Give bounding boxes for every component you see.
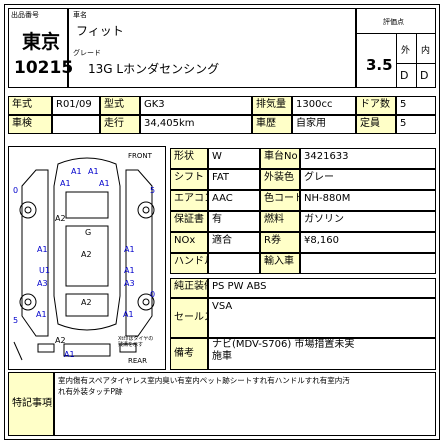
nox-value: 適合	[208, 232, 260, 253]
color-code-label: 色コード	[260, 190, 300, 211]
aircon-label: エアコン	[170, 190, 208, 211]
lot-number: 10215	[14, 58, 74, 78]
shift-label: シフト	[170, 169, 208, 190]
shape-label: 形状	[170, 148, 208, 169]
warranty-value: 有	[208, 211, 260, 232]
doors-value: 5	[396, 96, 436, 115]
import-label: 輸入車	[260, 253, 300, 274]
displacement-value: 1300cc	[292, 96, 356, 115]
sales-label: セールス	[170, 298, 208, 338]
rear-label: REAR	[128, 357, 147, 365]
inspection-label: 車検	[8, 115, 52, 134]
diagram-panel	[8, 146, 166, 370]
chassis-value: 3421633	[300, 148, 436, 169]
exterior-grade: D	[400, 69, 409, 82]
handle-value	[208, 253, 260, 274]
capacity-label: 定員	[356, 115, 396, 134]
damage-mark: A3	[124, 279, 135, 288]
chassis-label: 車台No	[260, 148, 300, 169]
inspection-value	[52, 115, 100, 134]
damage-mark: A2	[55, 336, 66, 345]
remarks-line2: 施車	[212, 351, 232, 362]
special-label: 特記事項	[8, 372, 54, 436]
special-line2: れ有外装タッチP跡	[58, 387, 123, 396]
handle-label: ハンドル	[170, 253, 208, 274]
doors-label: ドア数	[356, 96, 396, 115]
import-value	[300, 253, 436, 274]
warranty-label: 保証書	[170, 211, 208, 232]
nox-label: NOx	[170, 232, 208, 253]
car-name: フィット	[76, 24, 124, 38]
mileage-value: 34,405km	[140, 115, 252, 134]
damage-mark: G	[85, 228, 92, 237]
damage-mark: A1	[64, 350, 75, 359]
tire-depth: 5	[150, 186, 156, 195]
damage-mark: A2	[81, 298, 92, 307]
score: 3.5	[366, 56, 393, 74]
remarks-line1: ナビ(MDV-S706) 市場措置未実	[212, 339, 355, 350]
color-code-value: NH-880M	[300, 190, 436, 211]
damage-mark: A2	[81, 250, 92, 259]
damage-mark: A1	[124, 245, 135, 254]
damage-mark: A1	[60, 179, 71, 188]
grade: 13G Lホンダセンシング	[88, 62, 220, 76]
damage-mark: A1	[37, 245, 48, 254]
exterior-label: 外	[401, 46, 411, 56]
damage-mark: A1	[124, 266, 135, 275]
tire-depth: 5	[13, 316, 19, 325]
tire-depth: 0	[150, 290, 156, 299]
aircon-value: AAC	[208, 190, 260, 211]
special-box	[54, 372, 436, 436]
score-label: 評価点	[383, 18, 404, 26]
tire-note: Xt印はタイヤの残溝を示す	[118, 336, 154, 348]
remarks-label: 備考	[170, 338, 208, 370]
damage-mark: A1	[36, 310, 47, 319]
history-label: 車歴	[252, 115, 292, 134]
displacement-label: 排気量	[252, 96, 292, 115]
damage-mark: A3	[37, 279, 48, 288]
damage-mark: U1	[39, 266, 50, 275]
sales-value: VSA	[208, 298, 436, 338]
grade-label: グレード	[73, 49, 101, 57]
equipment-label: 純正装備	[170, 278, 208, 298]
capacity-value: 5	[396, 115, 436, 134]
car-name-box	[68, 8, 356, 88]
tire-depth: 0	[13, 186, 19, 195]
equipment-value: PS PW ABS	[208, 278, 436, 298]
damage-mark: A1	[99, 179, 110, 188]
front-label: FRONT	[128, 152, 152, 160]
color-label: 外装色	[260, 169, 300, 190]
shape-value: W	[208, 148, 260, 169]
history-value: 自家用	[292, 115, 356, 134]
model-value: GK3	[140, 96, 252, 115]
venue: 東京	[22, 31, 61, 53]
damage-mark: A2	[55, 214, 66, 223]
damage-mark: A1	[88, 167, 99, 176]
car-name-label: 車名	[73, 11, 87, 19]
damage-mark: A1	[71, 167, 82, 176]
fuel-value: ガソリン	[300, 211, 436, 232]
remarks-box	[208, 338, 436, 370]
model-label: 型式	[100, 96, 140, 115]
mileage-label: 走行	[100, 115, 140, 134]
lot-box	[8, 8, 68, 88]
lot-label: 出品番号	[11, 11, 39, 19]
interior-label: 内	[421, 46, 431, 56]
outer-border	[4, 4, 440, 440]
year-value: R01/09	[52, 96, 100, 115]
interior-grade: D	[420, 69, 429, 82]
year-label: 年式	[8, 96, 52, 115]
special-line1: 室内傷有スペアタイヤレス室内臭い有室内ペット跡シートすれ有ハンドルすれ有室内汚	[58, 376, 350, 385]
recycle-label: R券	[260, 232, 300, 253]
recycle-value: ¥8,160	[300, 232, 436, 253]
damage-mark: A1	[123, 310, 134, 319]
car-diagram	[13, 157, 155, 361]
fuel-label: 燃料	[260, 211, 300, 232]
color-value: グレー	[300, 169, 436, 190]
shift-value: FAT	[208, 169, 260, 190]
